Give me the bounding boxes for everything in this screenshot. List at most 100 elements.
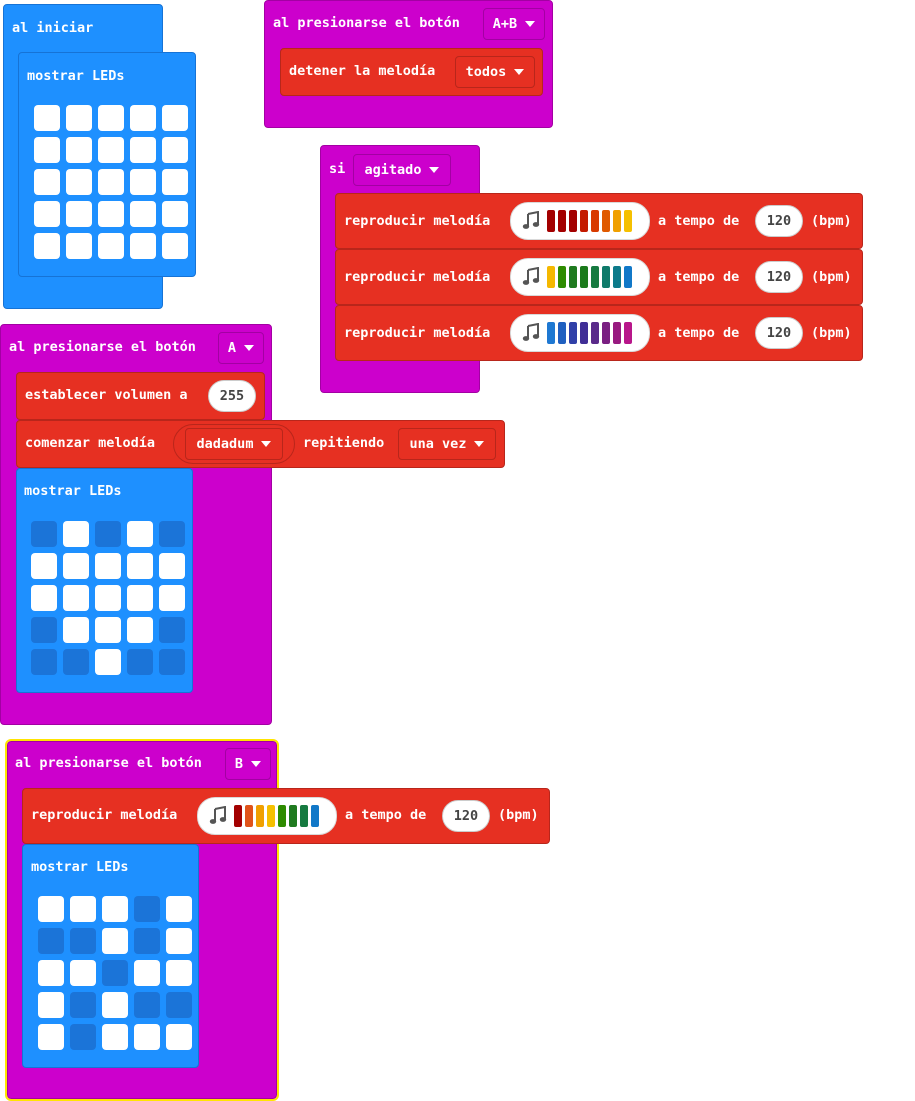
led-on[interactable] [127,521,153,547]
led-off[interactable] [31,521,57,547]
tempo-input[interactable]: 120 [755,317,803,349]
led-off[interactable] [70,928,96,954]
led-on[interactable] [31,553,57,579]
led-on[interactable] [130,137,156,163]
led-on[interactable] [66,233,92,259]
led-on[interactable] [102,928,128,954]
led-grid[interactable] [38,896,192,1050]
led-on[interactable] [38,896,64,922]
led-on[interactable] [66,201,92,227]
led-on[interactable] [95,649,121,675]
led-on[interactable] [70,960,96,986]
button-ab-dropdown[interactable]: A+B [483,8,545,40]
volume-input[interactable]: 255 [208,380,256,412]
button-b-dropdown[interactable]: B [225,748,271,780]
chevron-down-icon [514,69,525,75]
led-on[interactable] [98,105,124,131]
gesture-dropdown[interactable]: agitado [353,154,451,186]
led-on[interactable] [159,585,185,611]
led-on[interactable] [162,137,188,163]
led-on[interactable] [134,960,160,986]
led-on[interactable] [98,201,124,227]
led-off[interactable] [159,649,185,675]
melody-dropdown[interactable]: dadadum [185,428,283,460]
led-off[interactable] [70,1024,96,1050]
led-on[interactable] [130,105,156,131]
led-on[interactable] [127,617,153,643]
led-on[interactable] [162,233,188,259]
led-on[interactable] [63,521,89,547]
led-on[interactable] [162,201,188,227]
led-on[interactable] [38,1024,64,1050]
led-on[interactable] [98,169,124,195]
led-on[interactable] [102,1024,128,1050]
led-off[interactable] [166,992,192,1018]
led-off[interactable] [95,521,121,547]
led-off[interactable] [31,617,57,643]
led-off[interactable] [70,992,96,1018]
led-on[interactable] [34,137,60,163]
led-on[interactable] [130,169,156,195]
led-on[interactable] [66,137,92,163]
led-off[interactable] [159,521,185,547]
led-on[interactable] [95,617,121,643]
led-on[interactable] [31,585,57,611]
tempo-input[interactable]: 120 [442,800,490,832]
led-off[interactable] [134,992,160,1018]
led-off[interactable] [127,649,153,675]
led-on[interactable] [63,617,89,643]
led-on[interactable] [166,1024,192,1050]
led-on[interactable] [162,105,188,131]
led-off[interactable] [134,896,160,922]
led-on[interactable] [98,233,124,259]
melody-note-cell [300,805,308,827]
led-on[interactable] [70,896,96,922]
led-on[interactable] [66,105,92,131]
led-on[interactable] [166,928,192,954]
led-on[interactable] [130,201,156,227]
led-on[interactable] [63,553,89,579]
melody-note-cell [591,210,599,232]
led-off[interactable] [31,649,57,675]
repeat-dropdown[interactable]: una vez [398,428,496,460]
led-off[interactable] [102,960,128,986]
led-on[interactable] [38,992,64,1018]
led-on[interactable] [130,233,156,259]
tempo-input[interactable]: 120 [755,205,803,237]
melody-editor[interactable] [197,797,337,835]
led-on[interactable] [102,992,128,1018]
led-on[interactable] [166,960,192,986]
led-on[interactable] [159,553,185,579]
tempo-input[interactable]: 120 [755,261,803,293]
led-off[interactable] [159,617,185,643]
led-off[interactable] [63,649,89,675]
led-off[interactable] [134,928,160,954]
button-a-dropdown[interactable]: A [218,332,264,364]
melody-editor[interactable] [510,314,650,352]
led-on[interactable] [34,201,60,227]
led-on[interactable] [127,585,153,611]
chevron-down-icon [525,21,536,27]
led-on[interactable] [34,169,60,195]
led-on[interactable] [38,960,64,986]
repeat-value: una vez [409,436,467,452]
melody-editor[interactable] [510,202,650,240]
led-on[interactable] [63,585,89,611]
led-on[interactable] [95,553,121,579]
led-on[interactable] [127,553,153,579]
melody-editor[interactable] [510,258,650,296]
on-button-b-label: al presionarse el botón [15,755,202,771]
led-on[interactable] [134,1024,160,1050]
led-on[interactable] [34,105,60,131]
led-grid[interactable] [34,105,188,259]
led-on[interactable] [66,169,92,195]
led-on[interactable] [95,585,121,611]
led-on[interactable] [34,233,60,259]
led-on[interactable] [102,896,128,922]
led-grid[interactable] [31,521,185,675]
led-on[interactable] [162,169,188,195]
stop-melody-dropdown[interactable]: todos [455,56,535,88]
led-off[interactable] [38,928,64,954]
led-on[interactable] [98,137,124,163]
led-on[interactable] [166,896,192,922]
